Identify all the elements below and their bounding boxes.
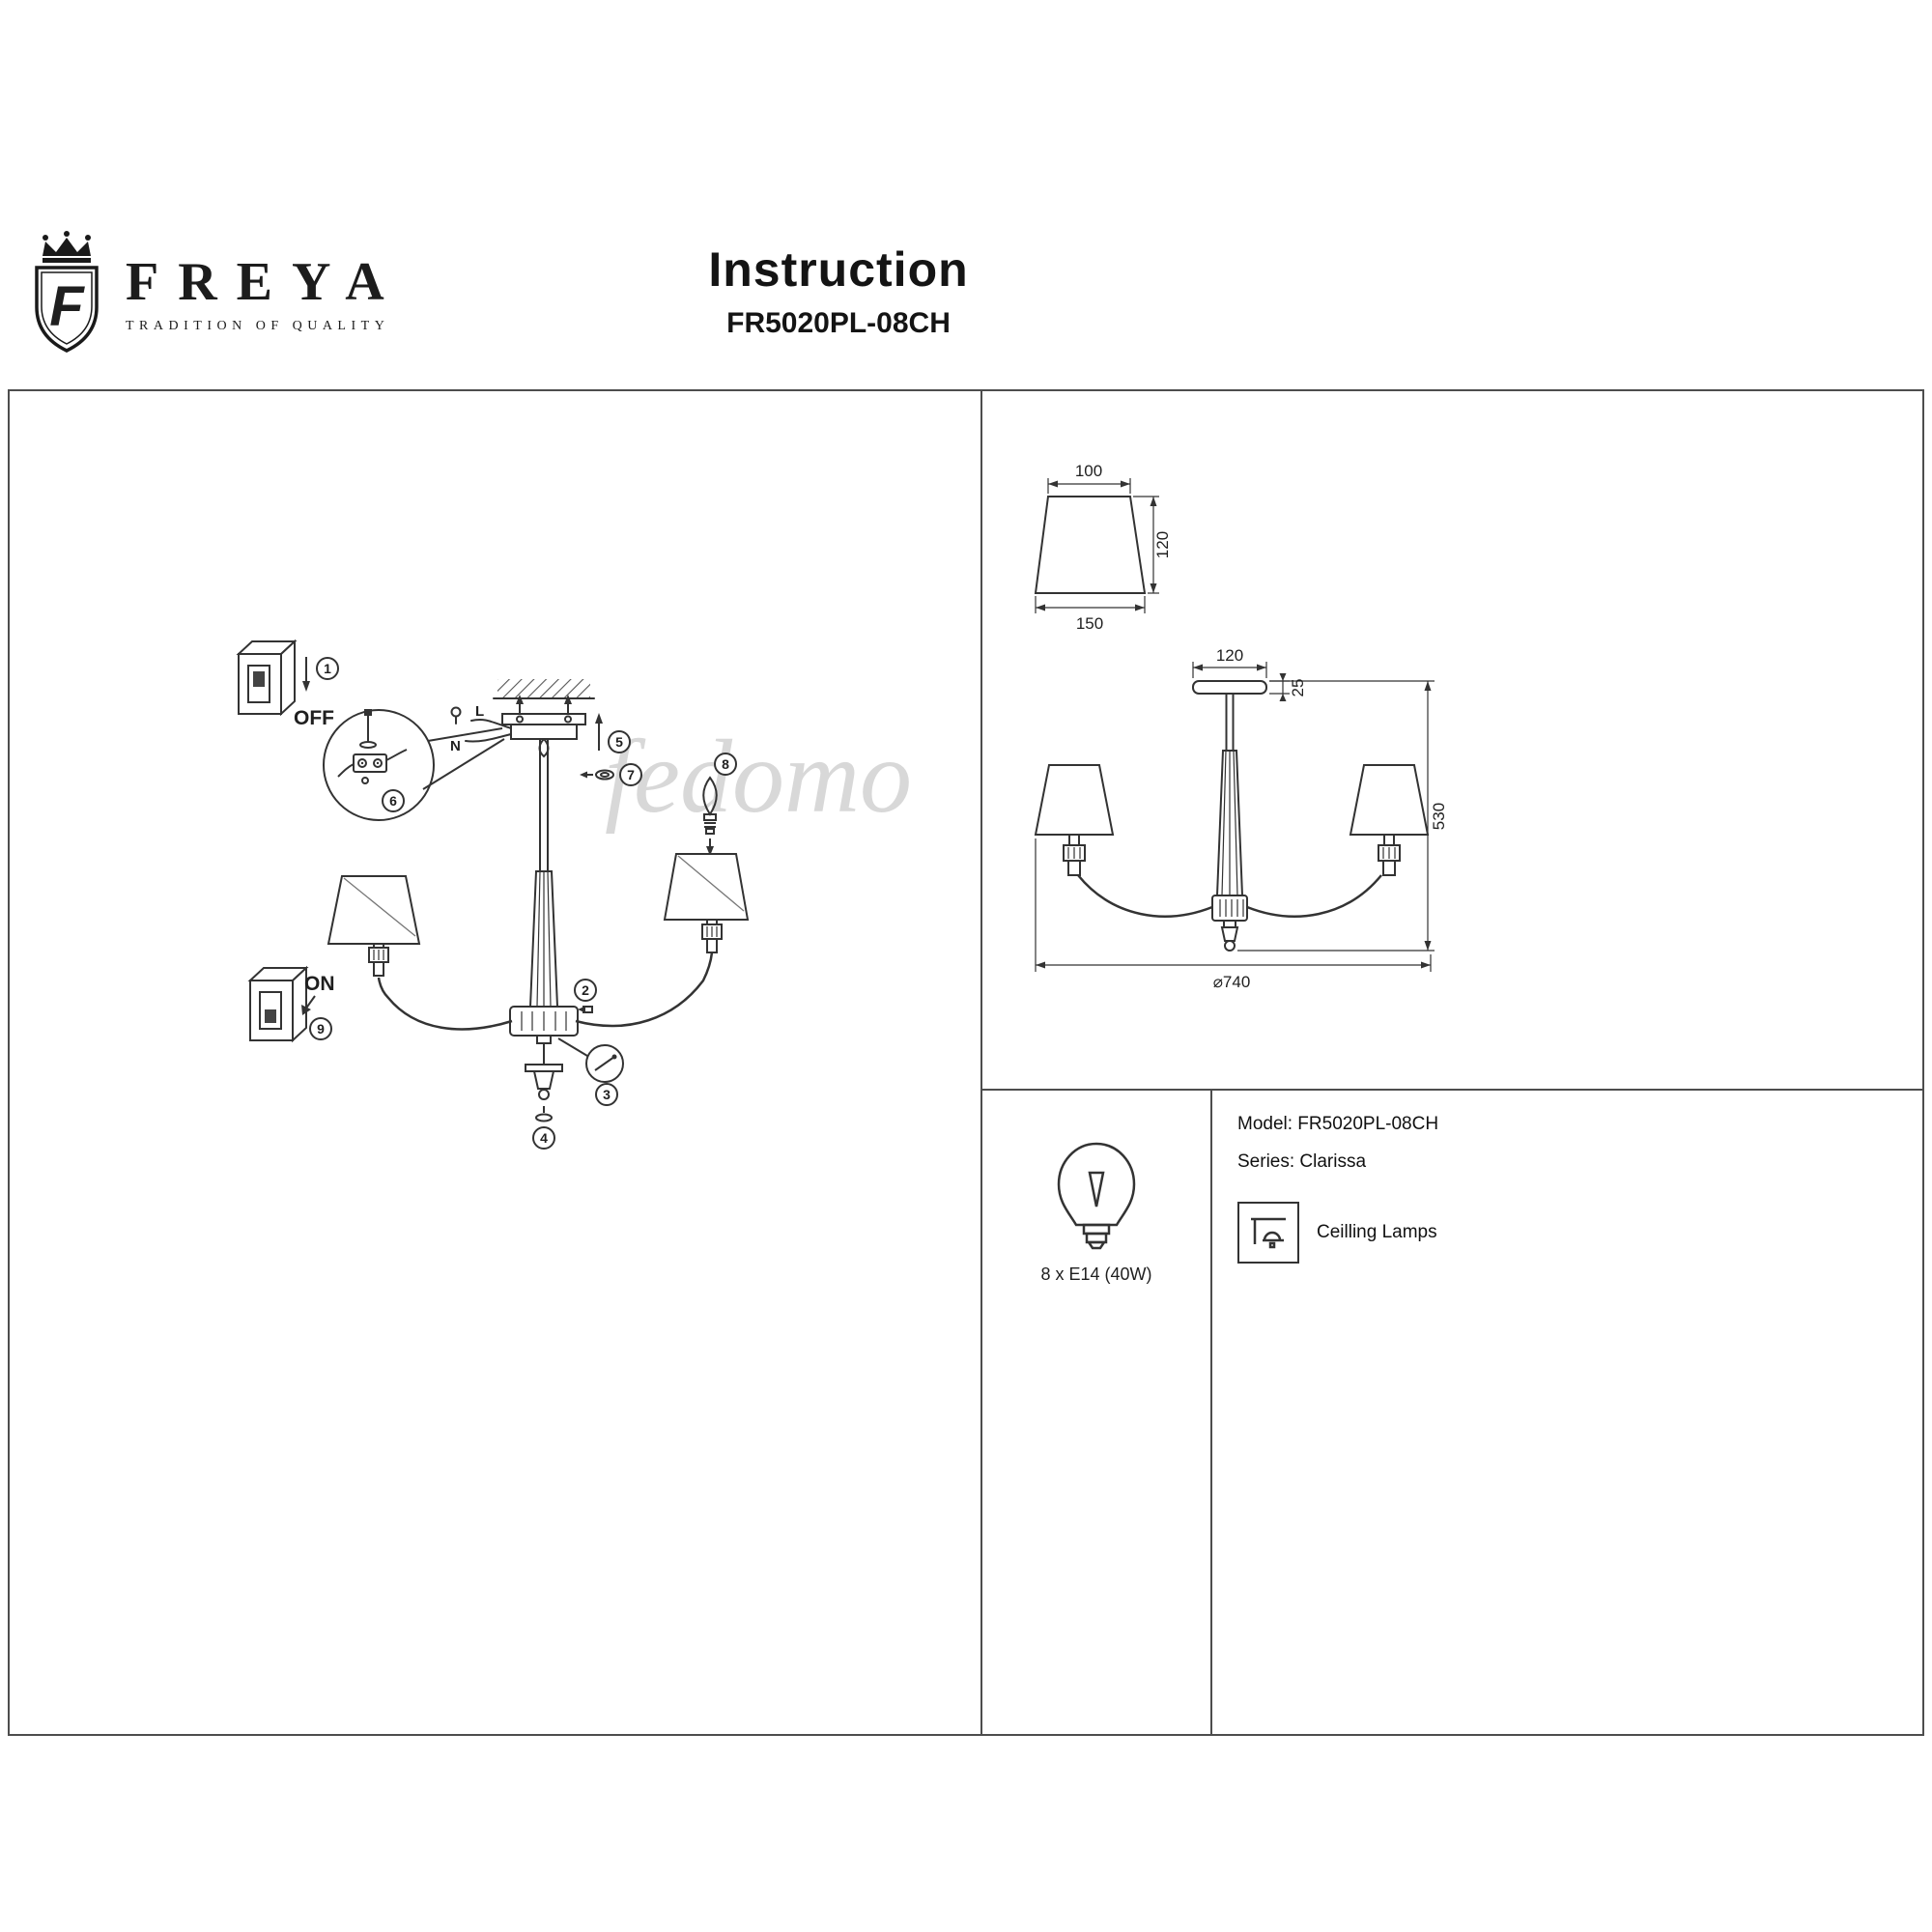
page-title: Instruction: [708, 242, 969, 297]
brand-tagline: TRADITION OF QUALITY: [126, 319, 390, 333]
category-row: Ceilling Lamps: [1237, 1202, 1922, 1264]
ceiling-lamp-icon: [1237, 1202, 1299, 1264]
bulb-spec-panel: 8 x E14 (40W): [1040, 1142, 1152, 1284]
step-6-badge: 6: [382, 789, 405, 812]
step-5-badge: 5: [608, 730, 631, 753]
canopy-width-dim: 120: [1216, 646, 1243, 665]
canopy-height-dim: 25: [1289, 679, 1307, 697]
right-shade: [663, 853, 750, 953]
pin-detail-circle: [557, 1037, 624, 1083]
step-1-arrow: [302, 657, 310, 692]
ceiling-mount: [493, 679, 595, 758]
svg-text:3: 3: [603, 1087, 611, 1102]
panel-divider-horizontal: [980, 1089, 1922, 1091]
step-9-badge: 9: [309, 1017, 332, 1040]
arm-screw: [578, 1006, 593, 1013]
freya-logo: F FREYA TRADITION OF QUALITY: [27, 230, 404, 355]
wire-live-label: L: [475, 703, 484, 720]
off-label: OFF: [294, 707, 334, 729]
svg-text:1: 1: [324, 661, 331, 676]
shade-height-dim: 120: [1153, 531, 1172, 558]
category-label: Ceilling Lamps: [1317, 1222, 1437, 1242]
supply-wires: [450, 706, 512, 743]
switch-off-box: [236, 639, 298, 717]
fixture-height-dim: 530: [1430, 803, 1448, 830]
svg-text:7: 7: [627, 767, 635, 782]
watermark-text: fedomo: [605, 720, 912, 835]
svg-text:5: 5: [615, 734, 623, 750]
step-5-arrow: [595, 713, 603, 751]
svg-text:9: 9: [317, 1021, 325, 1037]
assembly-diagram: fedomo L N: [236, 639, 912, 1150]
model-line: Model: FR5020PL-08CH: [1237, 1114, 1439, 1134]
product-info-panel: Model: FR5020PL-08CH Series: Clarissa: [1212, 1091, 1922, 1734]
freya-crest-icon: F: [35, 231, 99, 353]
shade-bottom-dim: 150: [1076, 614, 1103, 633]
shade-dimension-drawing: [1034, 478, 1159, 613]
bulb-icon: [1057, 1142, 1136, 1250]
brand-name: FREYA: [126, 252, 404, 312]
svg-text:8: 8: [722, 756, 729, 772]
step-1-badge: 1: [316, 657, 339, 680]
series-line: Series: Clarissa: [1237, 1151, 1367, 1172]
step-4-badge: 4: [532, 1126, 555, 1150]
switch-on-box: [247, 965, 309, 1043]
left-arm: [377, 977, 513, 1031]
svg-text:4: 4: [540, 1130, 548, 1146]
spec-divider-vertical: [1210, 1091, 1212, 1734]
left-shade: [327, 875, 421, 977]
fixture-diameter-dim: ⌀740: [1213, 973, 1251, 991]
step-3-badge: 3: [595, 1083, 618, 1106]
wiring-detail-circle: [323, 709, 505, 821]
model-code: FR5020PL-08CH: [726, 307, 951, 339]
step-8-badge: 8: [714, 753, 737, 776]
diagram-frame: fedomo L N: [8, 389, 1924, 1736]
dimensions-diagram: 100 120 150: [1034, 462, 1448, 991]
finial-part: [535, 1106, 553, 1122]
lock-ring: [580, 769, 614, 781]
svg-text:2: 2: [582, 982, 589, 998]
title-block: Instruction FR5020PL-08CH: [708, 242, 968, 340]
svg-text:6: 6: [389, 793, 397, 809]
panel-divider-vertical: [980, 391, 982, 1734]
fixture-front-view: [1034, 662, 1435, 972]
svg-text:F: F: [49, 275, 85, 338]
wire-neutral-label: N: [450, 738, 461, 754]
center-column: [509, 739, 579, 1100]
bulb-spec-label: 8 x E14 (40W): [1040, 1264, 1151, 1284]
step-7-badge: 7: [619, 763, 642, 786]
on-label: ON: [304, 973, 335, 995]
step-9-arrow: [301, 995, 316, 1015]
candle-bulb: [702, 776, 718, 856]
shade-top-dim: 100: [1075, 462, 1102, 480]
step-2-badge: 2: [574, 979, 597, 1002]
right-arm: [575, 952, 714, 1028]
